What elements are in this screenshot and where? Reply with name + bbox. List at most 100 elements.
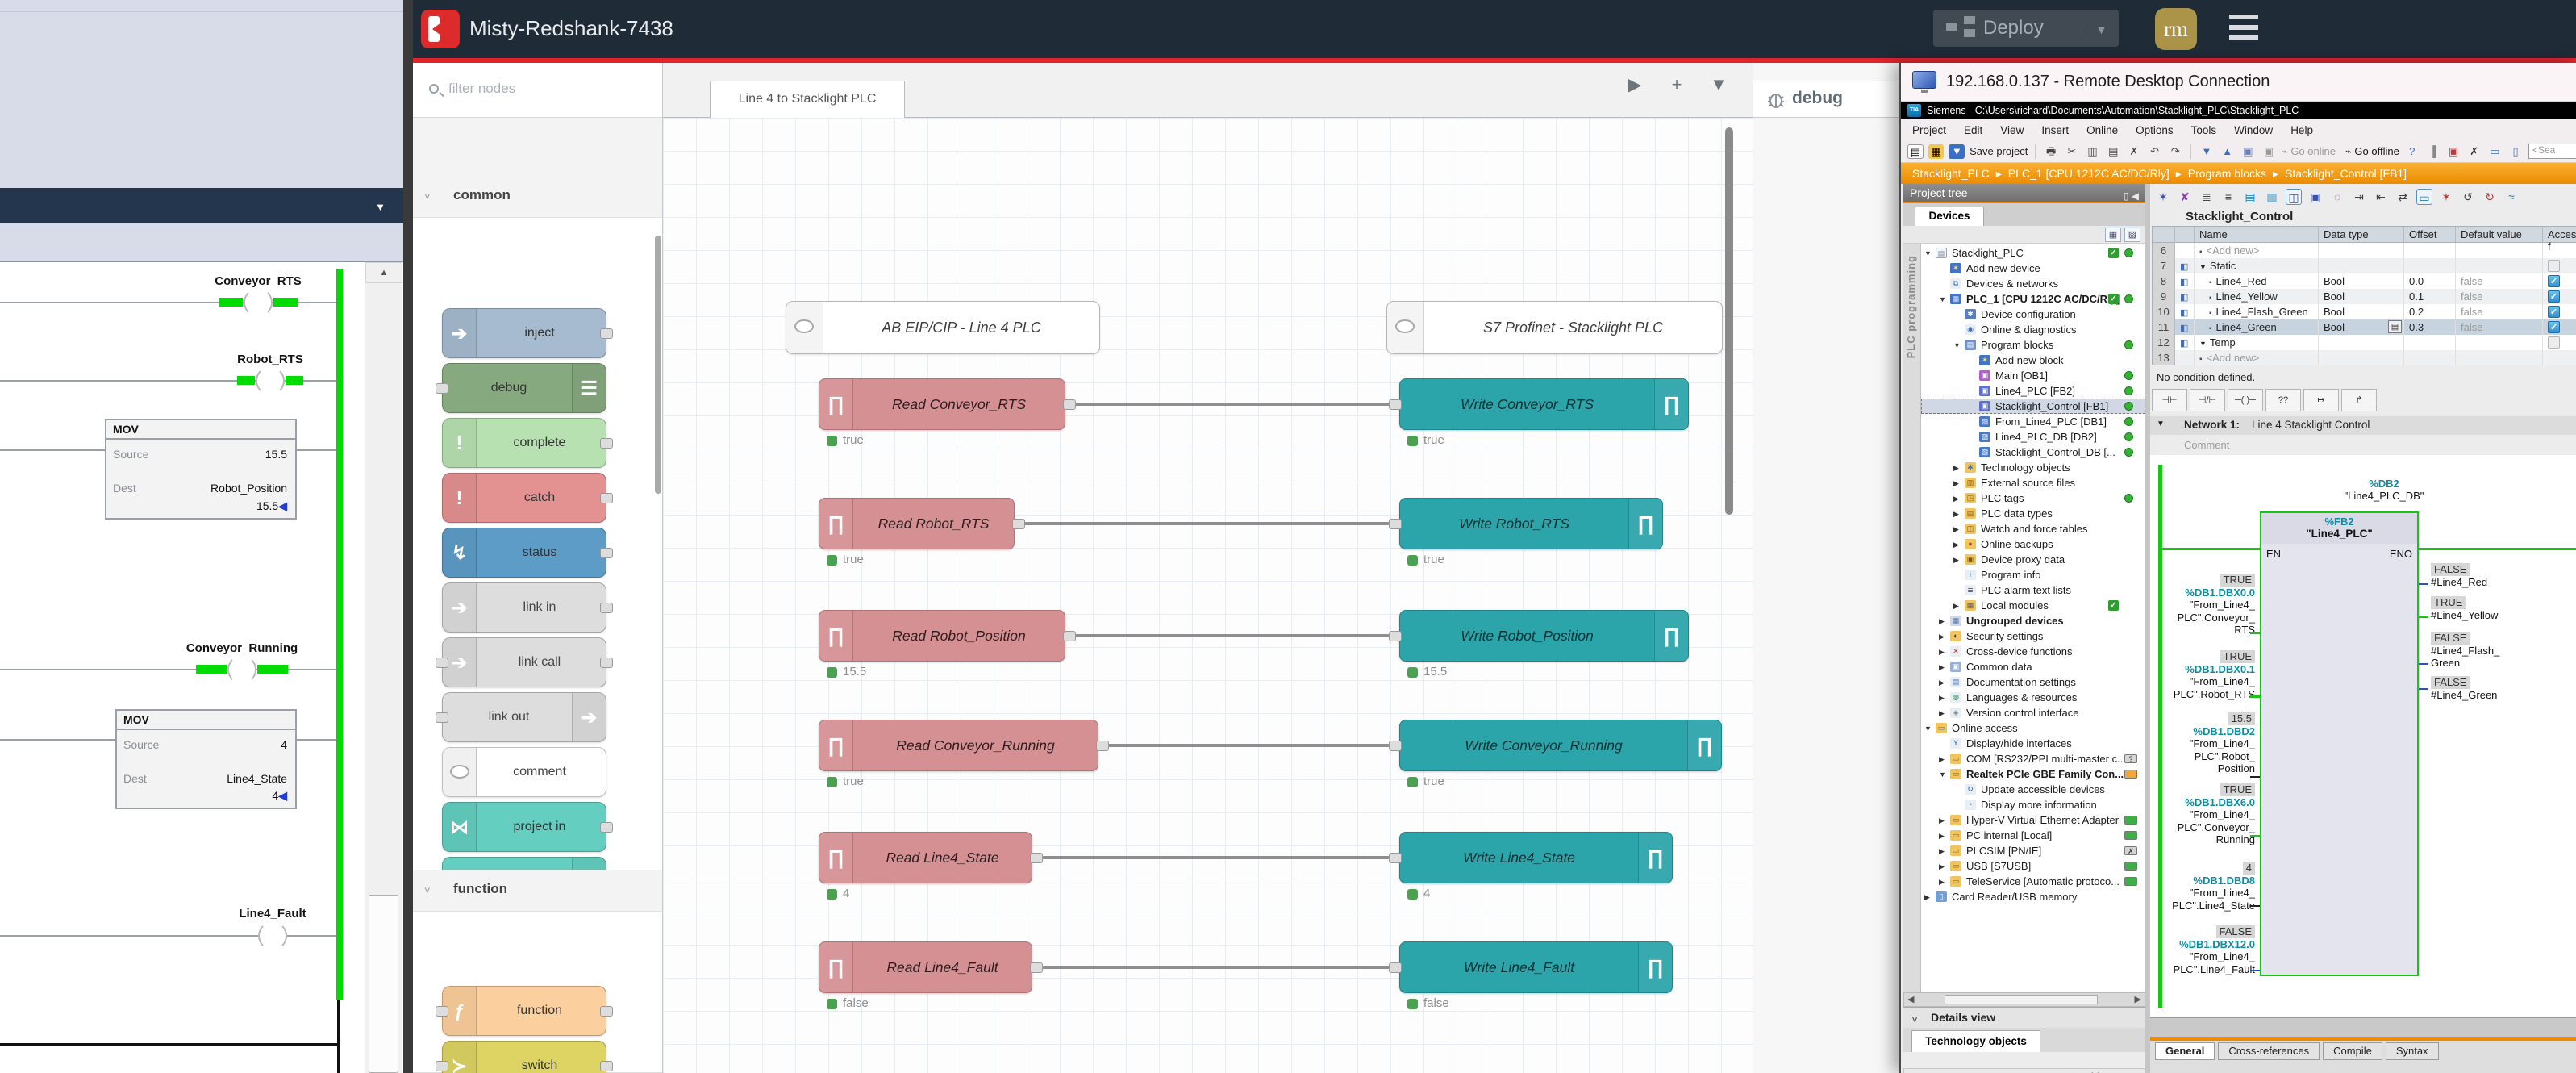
flow-node-write-line4_state[interactable]: ∏Write Line4_State: [1399, 832, 1673, 883]
editor-tool-icon-8[interactable]: ◌: [2329, 189, 2345, 205]
scroll-right-icon[interactable]: ▶: [2135, 994, 2141, 1004]
palette-scrollbar[interactable]: [655, 176, 661, 1063]
node-output-port[interactable]: [600, 822, 613, 833]
tree-expand-icon[interactable]: ▶: [1939, 617, 1945, 626]
node-input-port[interactable]: [436, 712, 448, 723]
cut-icon[interactable]: ✂: [2064, 144, 2080, 159]
tree-item-add-new-device[interactable]: ✶Add new device: [1921, 261, 2145, 276]
editor-tool-icon-11[interactable]: ⇄: [2395, 189, 2411, 205]
stop-cpu-icon[interactable]: ▣: [2261, 144, 2277, 159]
start-cpu-icon[interactable]: ▣: [2240, 144, 2257, 159]
tree-expand-icon[interactable]: ▶: [1953, 510, 1959, 519]
tree-item-plc-data-types[interactable]: ▶▤PLC data types: [1921, 506, 2145, 521]
tree-expand-icon[interactable]: ▼: [1953, 341, 1961, 349]
editor-tool-icon-13[interactable]: ✶: [2438, 189, 2454, 205]
tree-expand-icon[interactable]: ▶: [1939, 862, 1945, 871]
input-operand[interactable]: 15.5%DB1.DBD2"From_Line4_PLC".Robot_Posi…: [2165, 712, 2255, 775]
chevron-down-icon[interactable]: ▼: [375, 201, 386, 213]
tag-row-12[interactable]: 12◧▼Temp: [2153, 335, 2576, 350]
tree-item-card-reader-usb-memory[interactable]: ▶▯Card Reader/USB memory: [1921, 889, 2145, 904]
tree-expand-icon[interactable]: ▼: [1924, 724, 1932, 733]
tree-item-online-backups[interactable]: ▶●Online backups: [1921, 536, 2145, 552]
flow-node-read-conveyor_rts[interactable]: ∏Read Conveyor_RTS: [819, 378, 1065, 430]
chevron-down-icon[interactable]: ˅: [1911, 1009, 1918, 1029]
output-operand[interactable]: TRUE#Line4_Yellow: [2431, 596, 2536, 621]
tree-expand-icon[interactable]: ▶: [1939, 663, 1945, 672]
comment-node[interactable]: AB EIP/CIP - Line 4 PLC: [786, 301, 1100, 354]
paste-icon[interactable]: ▤: [2105, 144, 2121, 159]
tree-item-display-hide-interfaces[interactable]: YDisplay/hide interfaces: [1921, 736, 2145, 751]
lad-instruction-button-2[interactable]: ─( )─: [2228, 389, 2263, 411]
tree-item-devices-networks[interactable]: ⧉Devices & networks: [1921, 276, 2145, 291]
node-input-port[interactable]: [1389, 399, 1402, 410]
tree-item-plc-tags[interactable]: ▶◳PLC tags: [1921, 491, 2145, 506]
input-operand[interactable]: TRUE%DB1.DBX0.0"From_Line4_PLC".Conveyor…: [2165, 574, 2255, 637]
mov-source-value[interactable]: 4: [281, 738, 287, 751]
network-header[interactable]: ▼ Network 1: Line 4 Stacklight Control: [2150, 416, 2576, 435]
output-operand[interactable]: FALSE#Line4_Red: [2431, 563, 2536, 588]
tree-expand-icon[interactable]: ▶: [1939, 847, 1945, 856]
palette-category-function[interactable]: ˅function: [413, 870, 662, 912]
tab-technology-objects[interactable]: Technology objects: [1911, 1030, 2040, 1052]
flow-node-write-conveyor_rts[interactable]: ∏Write Conveyor_RTS: [1399, 378, 1689, 430]
node-input-port[interactable]: [436, 383, 448, 394]
node-input-port[interactable]: [1389, 519, 1402, 529]
redo-icon[interactable]: ↷: [2167, 144, 2183, 159]
tree-item-program-blocks[interactable]: ▼▤Program blocks: [1921, 337, 2145, 353]
tree-item-add-new-block[interactable]: ✶Add new block: [1921, 353, 2145, 368]
tag-row-13[interactable]: 13▪<Add new>: [2153, 350, 2576, 365]
flow-node-write-conveyor_running[interactable]: ∏Write Conveyor_Running: [1399, 720, 1722, 771]
tree-expand-icon[interactable]: ▶: [1939, 678, 1945, 687]
tag-row-7[interactable]: 7◧▼Static: [2153, 258, 2576, 273]
tree-item-online-access[interactable]: ▼▭Online access: [1921, 720, 2145, 736]
palette-node-complete[interactable]: !complete: [442, 418, 606, 468]
menu-tools[interactable]: Tools: [2191, 124, 2217, 136]
flow-node-read-robot_position[interactable]: ∏Read Robot_Position: [819, 610, 1065, 662]
tree-item-cross-device-functions[interactable]: ▶✕Cross-device functions: [1921, 644, 2145, 659]
tag-name[interactable]: ▼Temp: [2195, 335, 2319, 350]
tree-item-watch-and-force-tables[interactable]: ▶◫Watch and force tables: [1921, 521, 2145, 536]
tree-item-program-info[interactable]: iProgram info: [1921, 567, 2145, 582]
tree-expand-icon[interactable]: ▶: [1939, 709, 1945, 718]
tree-item-usb-s7usb-[interactable]: ▶▭USB [S7USB]: [1921, 858, 2145, 874]
tag-name[interactable]: ▪<Add new>: [2195, 243, 2319, 258]
tree-expand-icon[interactable]: ▶: [1953, 495, 1959, 503]
tree-item-version-control-interface[interactable]: ▶◈Version control interface: [1921, 705, 2145, 720]
editor-tool-icon-9[interactable]: ⇥: [2351, 189, 2367, 205]
panel-collapse-icons[interactable]: ▯ ◀: [2124, 187, 2139, 205]
menu-online[interactable]: Online: [2086, 124, 2118, 136]
tree-item-external-source-files[interactable]: ▶▥External source files: [1921, 475, 2145, 491]
tree-item-stacklight-control-fb1-[interactable]: ▣Stacklight_Control [FB1]: [1921, 399, 2145, 414]
menu-project[interactable]: Project: [1912, 124, 1946, 136]
node-output-port[interactable]: [600, 493, 613, 503]
tag-row-8[interactable]: 8◧▪Line4_RedBool0.0false✓: [2153, 273, 2576, 289]
tree-item-local-modules[interactable]: ▶▦Local modules✓: [1921, 598, 2145, 613]
coil-tag-label[interactable]: Conveyor_RTS: [215, 274, 302, 288]
tree-item-device-proxy-data[interactable]: ▶▣Device proxy data: [1921, 552, 2145, 567]
open-project-icon[interactable]: ▦: [1928, 144, 1945, 159]
tree-item-documentation-settings[interactable]: ▶▤Documentation settings: [1921, 674, 2145, 690]
editor-tool-icon-14[interactable]: ↺: [2460, 189, 2476, 205]
coil-tag-label[interactable]: Conveyor_Running: [186, 641, 298, 655]
tab-devices[interactable]: Devices: [1915, 207, 1984, 226]
tree-expand-icon[interactable]: ▶: [1953, 556, 1959, 565]
tree-item-security-settings[interactable]: ▶◐Security settings: [1921, 628, 2145, 644]
checkbox-checked[interactable]: ✓: [2548, 275, 2560, 287]
mov-instruction-line4-state[interactable]: MOV Source 4 Dest Line4_State 4◀: [115, 709, 297, 809]
flow-node-write-robot_position[interactable]: ∏Write Robot_Position: [1399, 610, 1689, 662]
tree-expand-icon[interactable]: ▶: [1939, 755, 1945, 764]
tree-expand-icon[interactable]: ▶: [1953, 541, 1959, 549]
node-output-port[interactable]: [1063, 631, 1076, 641]
menu-edit[interactable]: Edit: [1964, 124, 1982, 136]
tag-datatype[interactable]: Bool: [2319, 304, 2404, 319]
tag-name[interactable]: ▪<Add new>: [2195, 350, 2319, 365]
tree-item-stacklight-control-db-[interactable]: ▧Stacklight_Control_DB [...: [1921, 445, 2145, 460]
lad-instruction-button-5[interactable]: ↱: [2341, 389, 2377, 411]
tree-expand-icon[interactable]: ▼: [1939, 770, 1946, 779]
editor-tool-icon-1[interactable]: ✘: [2177, 189, 2193, 205]
tree-expand-icon[interactable]: ▶: [1939, 816, 1945, 825]
tree-item-technology-objects[interactable]: ▶✱Technology objects: [1921, 460, 2145, 475]
tree-item-realtek-pcie-gbe-family-con-[interactable]: ▼▭Realtek PCIe GBE Family Con...: [1921, 766, 2145, 782]
tree-item-hyper-v-virtual-ethernet-adapt[interactable]: ▶▭Hyper-V Virtual Ethernet Adapter: [1921, 812, 2145, 828]
instance-db-label[interactable]: %DB2 "Line4_PLC_DB": [2320, 478, 2449, 502]
